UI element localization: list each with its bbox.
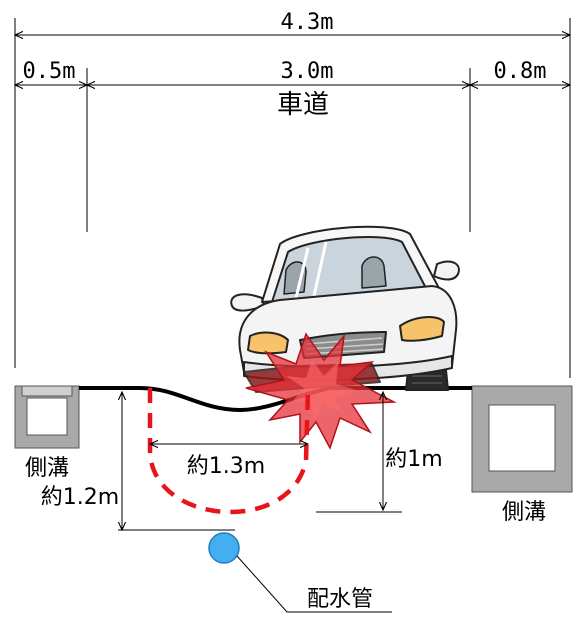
left-depth-label: 約1.2m <box>41 485 119 510</box>
water-main-pipe <box>208 532 240 564</box>
cavity-outline <box>147 387 311 515</box>
water-main-label: 配水管 <box>307 587 373 612</box>
roadway-width-label: 3.0m <box>281 59 334 84</box>
total-width-label: 4.3m <box>281 10 334 35</box>
dimension-lines <box>15 18 570 378</box>
cavity-width-label: 約1.3m <box>187 454 265 479</box>
right-gutter-label: 側溝 <box>502 500 546 525</box>
right-gutter <box>471 385 573 493</box>
roadway-label: 車道 <box>277 90 329 120</box>
right-depth-label: 約1m <box>385 447 442 472</box>
impact-burst <box>245 332 397 450</box>
left-gutter-label: 側溝 <box>25 456 69 481</box>
left-gutter <box>14 385 80 449</box>
left-shoulder-label: 0.5m <box>23 59 76 84</box>
water-main-leader <box>236 555 392 613</box>
right-shoulder-label: 0.8m <box>494 59 547 84</box>
